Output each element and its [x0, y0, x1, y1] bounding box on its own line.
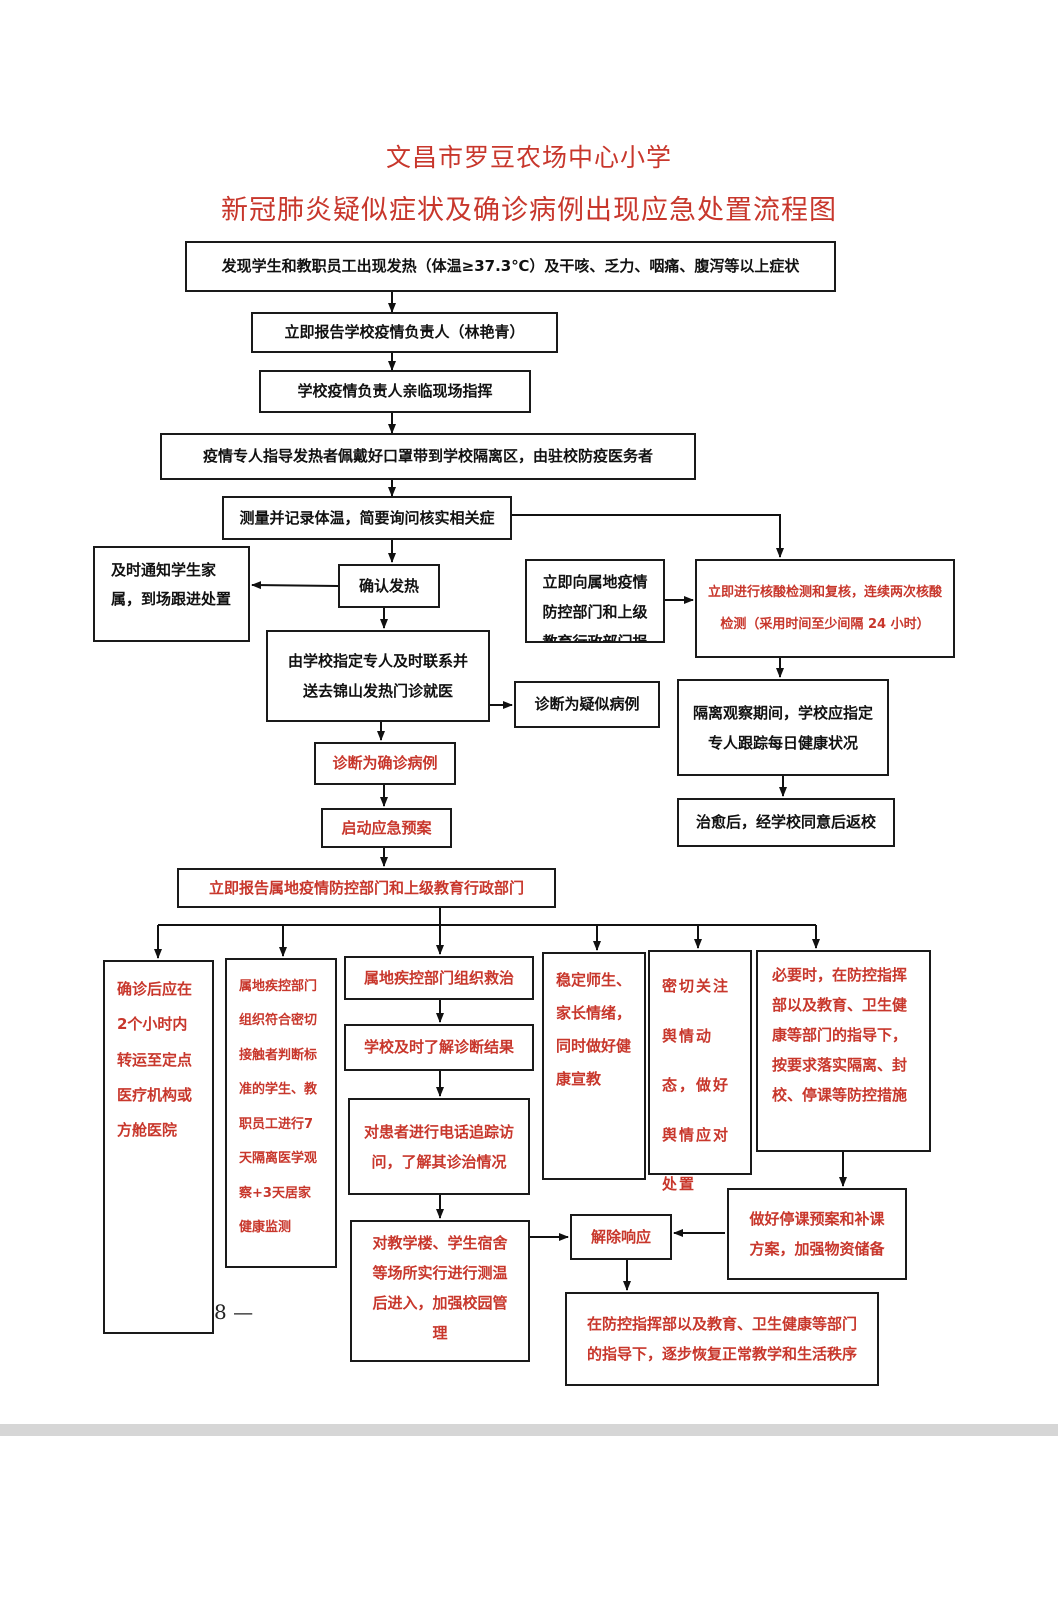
branch-close-contacts-text: 属地疾控部门组织符合密切接触者判断标准的学生、教职员工进行7天隔离医学观察+3天… — [239, 979, 318, 1236]
branch-know-result: 学校及时了解诊断结果 — [344, 1024, 534, 1071]
branch-stabilize: 稳定师生、家长情绪，同时做好健康宣教 — [542, 952, 646, 1180]
step-recover-return: 治愈后，经学校同意后返校 — [677, 798, 895, 847]
step-guide-isolation: 疫情专人指导发热者佩戴好口罩带到学校隔离区，由驻校防疫医务者 — [160, 433, 696, 480]
bottom-divider — [0, 1424, 1058, 1436]
page-title: 新冠肺炎疑似症状及确诊病例出现应急处置流程图 — [221, 195, 837, 226]
step-suspected: 诊断为疑似病例 — [514, 681, 660, 728]
step-report-leader: 立即报告学校疫情负责人（林艳青） — [251, 312, 558, 353]
page-number: 8 — — [214, 1300, 254, 1324]
step-measure-temp: 测量并记录体温，简要询问核实相关症 — [222, 496, 512, 540]
branch-lift-response-text: 解除响应 — [590, 1227, 651, 1246]
branch-public-opinion: 密切关注舆情动态，做好舆情应对处置 — [648, 950, 752, 1193]
arrow-s5-nucleic — [512, 514, 784, 558]
branch-campus-management: 对教学楼、学生宿舍等场所实行进行测温后进入，加强校园管理 — [350, 1220, 530, 1362]
step-nucleic-test: 立即进行核酸检测和复核，连续两次核酸检测（采用时间至少间隔 24 小时） — [695, 559, 955, 658]
step-send-clinic-text: 由学校指定专人及时联系并送去锦山发热门诊就医 — [287, 652, 468, 700]
step-report-local: 立即向属地疫情防控部门和上级教育行政部门报 — [525, 559, 665, 643]
branch-restore-order: 在防控指挥部以及教育、卫生健康等部门的指导下，逐步恢复正常教学和生活秩序 — [565, 1292, 879, 1386]
branch-know-result-text: 学校及时了解诊断结果 — [363, 1038, 514, 1057]
branch-close-contacts: 属地疾控部门组织符合密切接触者判断标准的学生、教职员工进行7天隔离医学观察+3天… — [225, 958, 337, 1268]
branch-cdc-treatment-text: 属地疾控部门组织救治 — [363, 968, 514, 987]
step-recover-return-text: 治愈后，经学校同意后返校 — [695, 813, 876, 832]
step-suspected-text: 诊断为疑似病例 — [534, 695, 640, 714]
step-confirmed-case-text: 诊断为确诊病例 — [332, 754, 438, 773]
step-isolation-observe-text: 隔离观察期间，学校应指定专人跟踪每日健康状况 — [693, 703, 874, 752]
step-leader-command: 学校疫情负责人亲临现场指挥 — [259, 370, 531, 413]
step-confirm-fever-text: 确认发热 — [358, 576, 419, 595]
step-isolation-observe: 隔离观察期间，学校应指定专人跟踪每日健康状况 — [677, 679, 889, 776]
branch-cdc-treatment: 属地疾控部门组织救治 — [344, 956, 534, 1000]
step-start-plan-text: 启动应急预案 — [341, 818, 432, 837]
step-measure-temp-text: 测量并记录体温，简要询问核实相关症 — [239, 508, 495, 527]
branch-phone-followup: 对患者进行电话追踪访问，了解其诊治情况 — [348, 1098, 530, 1195]
step-notify-family-text: 及时通知学生家属，到场跟进处置 — [111, 561, 232, 608]
step-nucleic-test-text: 立即进行核酸检测和复核，连续两次核酸检测（采用时间至少间隔 24 小时） — [707, 585, 942, 632]
step-discover-symptoms: 发现学生和教职员工出现发热（体温≥37.3℃）及干咳、乏力、咽痛、腹泻等以上症状 — [185, 241, 836, 292]
branch-closure-measures-text: 必要时，在防控指挥部以及教育、卫生健康等部门的指导下，按要求落实隔离、封校、停课… — [772, 966, 908, 1104]
school-name: 文昌市罗豆农场中心小学 — [385, 143, 672, 172]
arrow-confirm-family — [251, 581, 339, 590]
step-send-clinic: 由学校指定专人及时联系并送去锦山发热门诊就医 — [266, 630, 490, 722]
branch-lift-response: 解除响应 — [570, 1214, 672, 1260]
step-report-local-text: 立即向属地疫情防控部门和上级教育行政部门报 — [542, 573, 648, 643]
step-guide-isolation-text: 疫情专人指导发热者佩戴好口罩带到学校隔离区，由驻校防疫医务者 — [202, 447, 653, 466]
step-confirm-fever: 确认发热 — [338, 564, 440, 608]
step-confirmed-case: 诊断为确诊病例 — [314, 742, 456, 785]
step-discover-symptoms-text: 发现学生和教职员工出现发热（体温≥37.3℃）及干咳、乏力、咽痛、腹泻等以上症状 — [221, 257, 800, 276]
branch-supplies: 做好停课预案和补课方案，加强物资储备 — [727, 1188, 907, 1280]
branch-phone-followup-text: 对患者进行电话追踪访问，了解其诊治情况 — [364, 1122, 515, 1171]
branch-restore-order-text: 在防控指挥部以及教育、卫生健康等部门的指导下，逐步恢复正常教学和生活秩序 — [586, 1315, 857, 1363]
branch-closure-measures: 必要时，在防控指挥部以及教育、卫生健康等部门的指导下，按要求落实隔离、封校、停课… — [756, 950, 931, 1152]
step-leader-command-text: 学校疫情负责人亲临现场指挥 — [297, 382, 493, 401]
branch-campus-management-text: 对教学楼、学生宿舍等场所实行进行测温后进入，加强校园管理 — [372, 1234, 508, 1342]
branch-transfer: 确诊后应在2个小时内转运至定点医疗机构或方舱医院 — [103, 960, 214, 1334]
step-start-plan: 启动应急预案 — [321, 808, 452, 848]
branch-stabilize-text: 稳定师生、家长情绪，同时做好健康宣教 — [556, 971, 632, 1088]
branch-supplies-text: 做好停课预案和补课方案，加强物资储备 — [749, 1210, 885, 1258]
branch-transfer-text: 确诊后应在2个小时内转运至定点医疗机构或方舱医院 — [117, 980, 193, 1139]
branch-public-opinion-text: 密切关注舆情动态，做好舆情应对处置 — [662, 977, 731, 1193]
step-report-leader-text: 立即报告学校疫情负责人（林艳青） — [284, 323, 525, 342]
step-report-authorities-text: 立即报告属地疫情防控部门和上级教育行政部门 — [208, 878, 524, 897]
step-report-authorities: 立即报告属地疫情防控部门和上级教育行政部门 — [177, 868, 556, 908]
step-notify-family: 及时通知学生家属，到场跟进处置 — [93, 546, 250, 642]
